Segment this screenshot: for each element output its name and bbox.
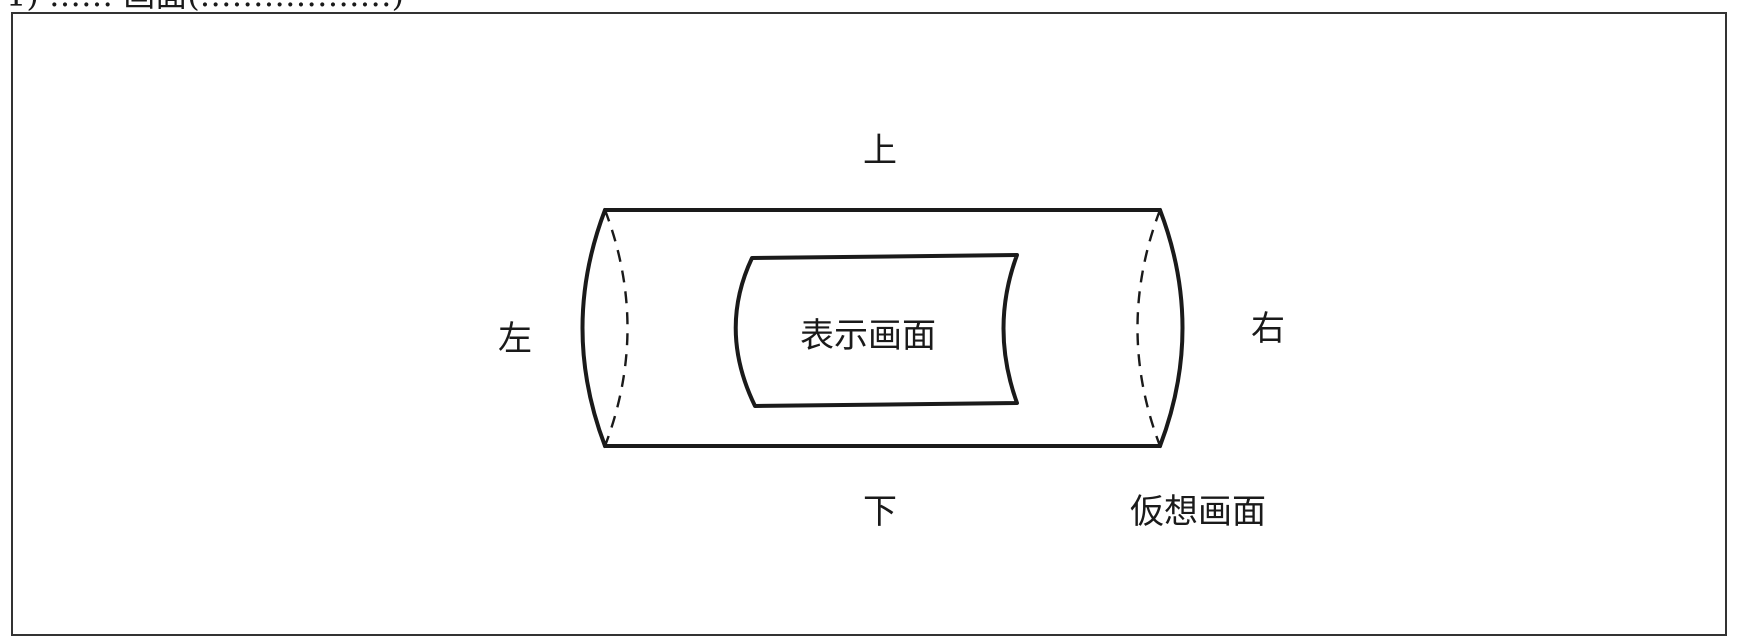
label-virtual-screen: 仮想画面 — [1130, 492, 1266, 532]
label-bottom: 下 — [863, 492, 897, 532]
cylinder-right-front-arc — [1158, 208, 1185, 448]
display-screen-panel — [733, 253, 1019, 408]
label-display-screen: 表示画面 — [800, 316, 936, 356]
figure-frame — [11, 12, 1727, 636]
label-top: 上 — [863, 131, 897, 171]
cylinder-left-front-arc — [580, 208, 607, 448]
cylinder-right-hidden-arc — [1136, 209, 1162, 447]
cylinder-left-hidden-arc — [603, 209, 629, 447]
label-right: 右 — [1251, 309, 1285, 349]
virtual-screen-cylinder — [580, 208, 1185, 448]
figure-heading-fragment: 1) …… 画面(………………) — [6, 0, 404, 14]
label-left: 左 — [498, 319, 532, 359]
